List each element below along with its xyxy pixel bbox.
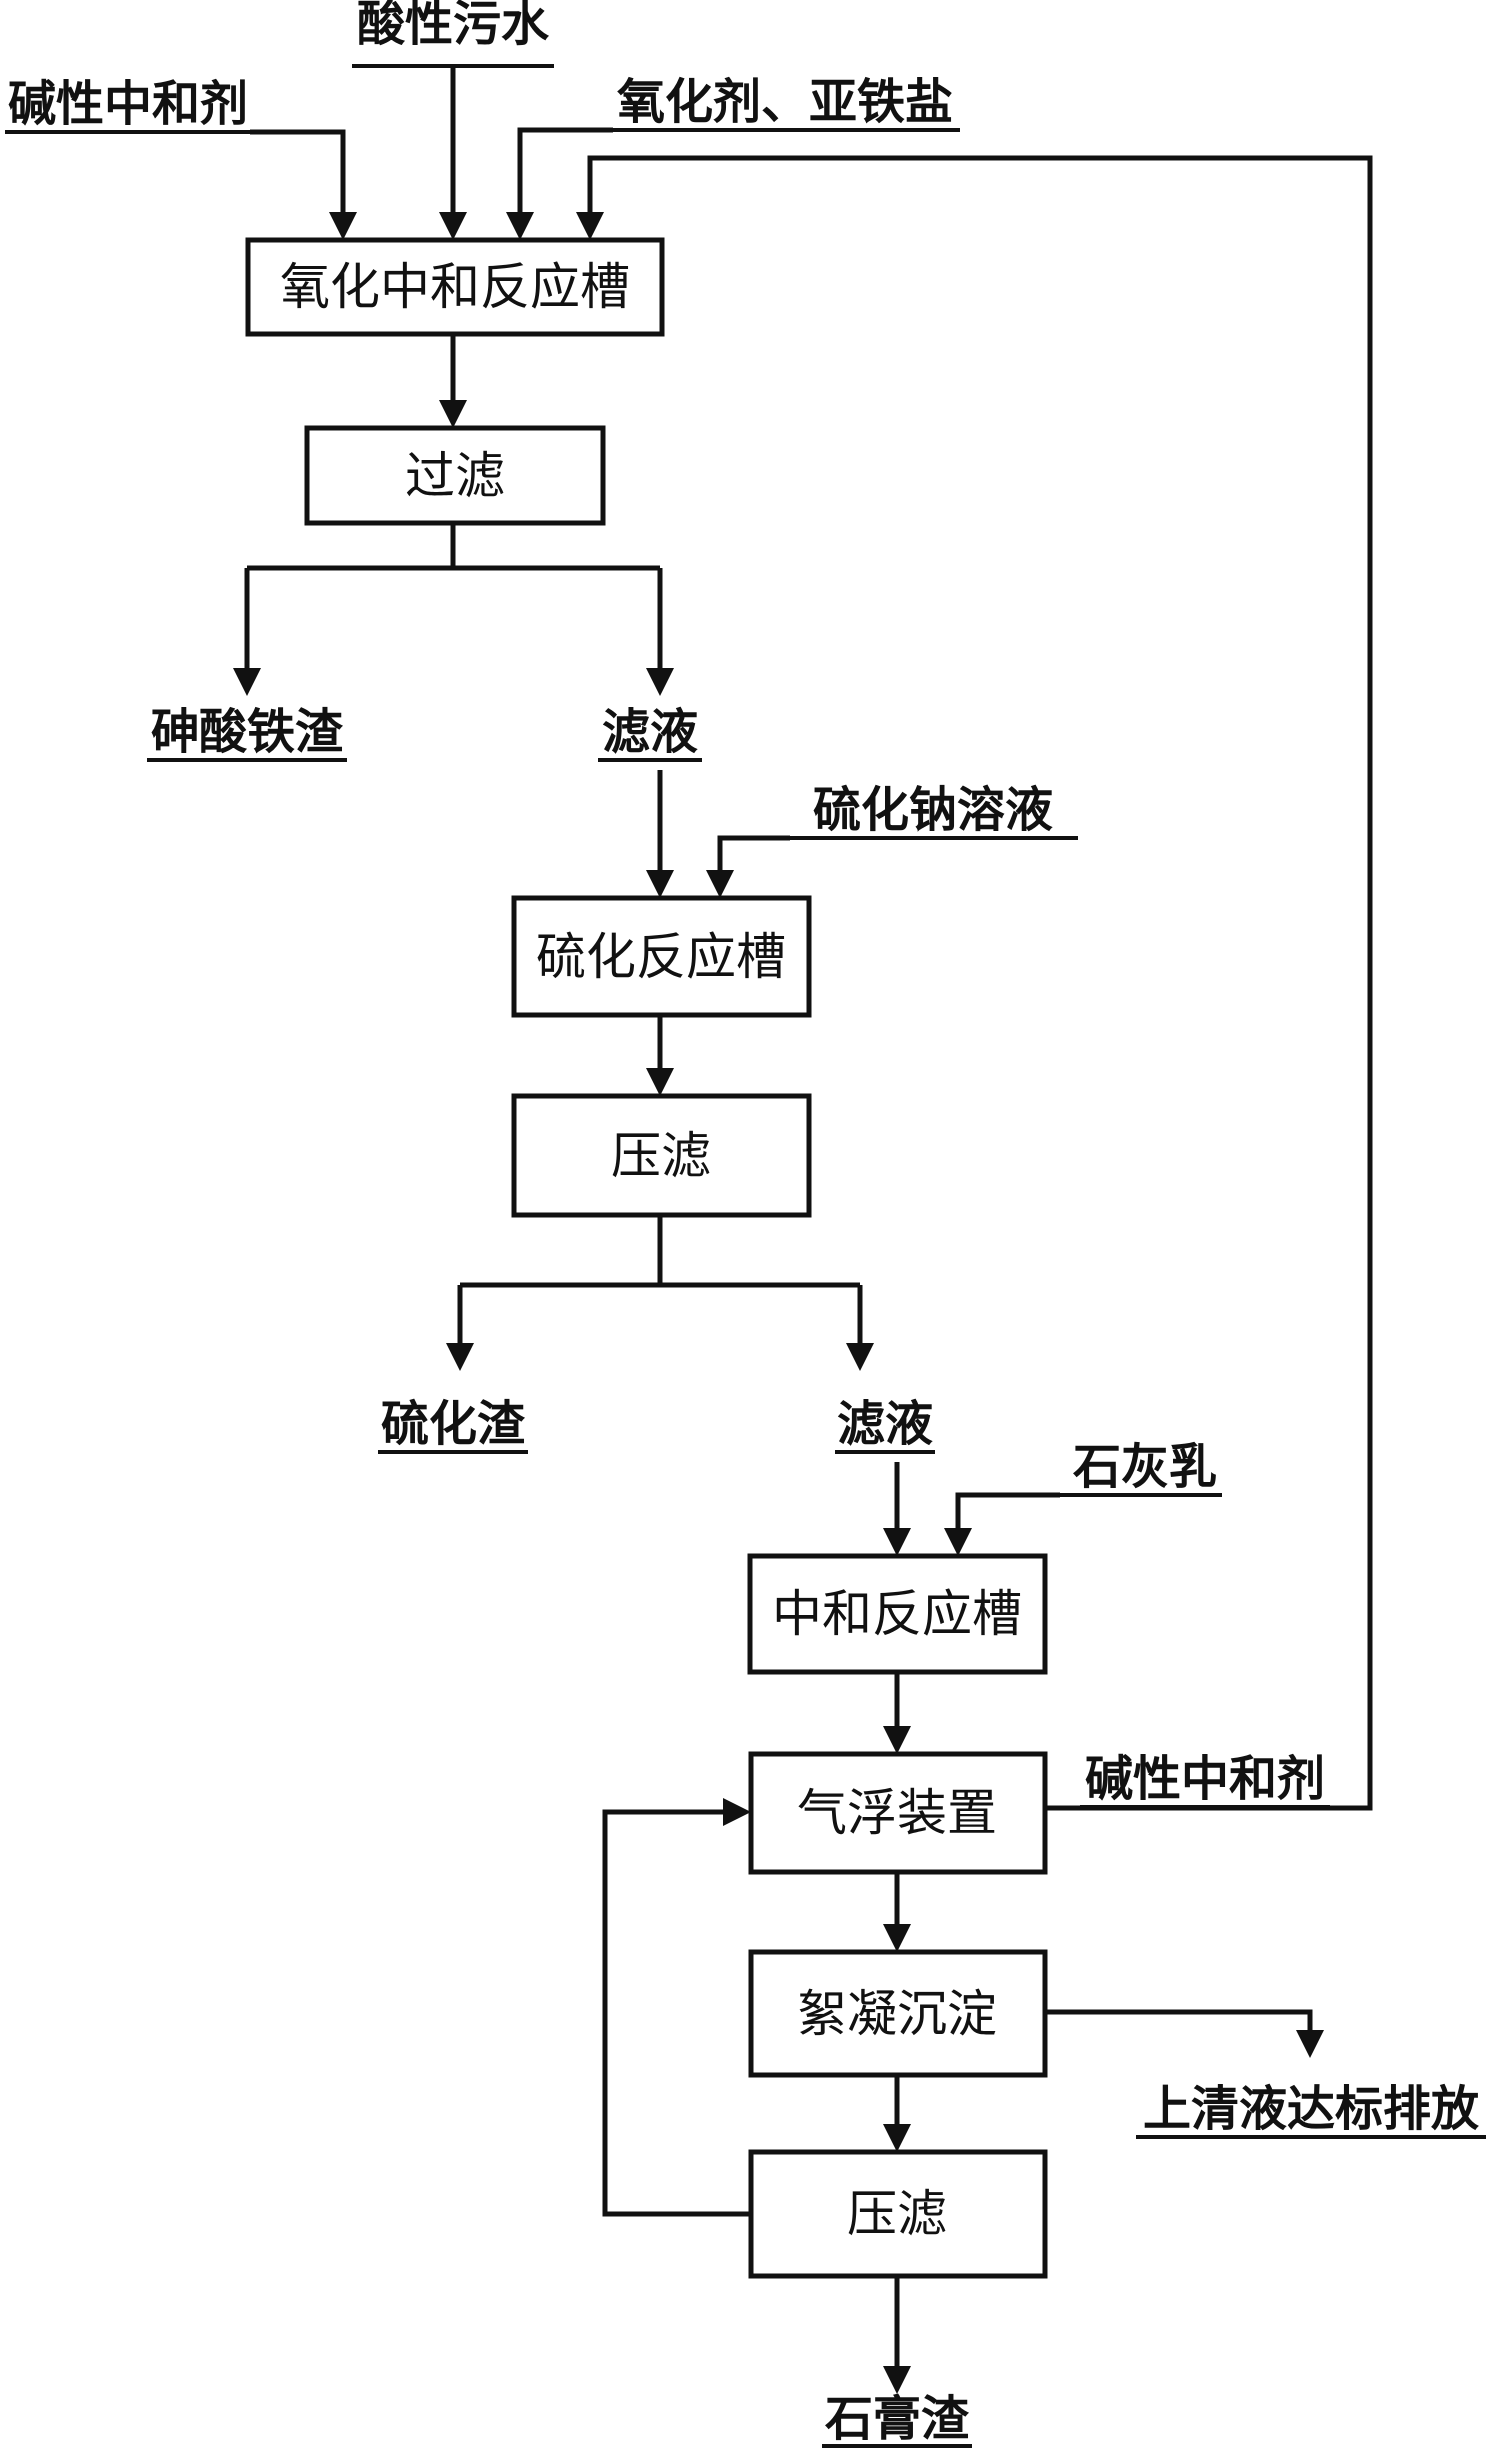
edge-alkali-to-oxidation <box>250 129 346 214</box>
arrowhead <box>883 1726 911 1754</box>
press-filter-1-box <box>511 1093 812 1218</box>
discharge-label: 上清液达标排放 <box>1143 2081 1479 2137</box>
arrowhead <box>883 1924 911 1952</box>
oxidation-tank-label: 氧化中和反应槽 <box>280 258 630 316</box>
edge-press1-split <box>457 1215 863 1345</box>
oxidant-ferrous-label: 氧化剂、亚铁盐 <box>617 74 953 130</box>
filter-box <box>304 425 606 526</box>
lime-milk-label: 石灰乳 <box>1073 1439 1217 1495</box>
arrowhead <box>439 400 467 428</box>
neutral-tank-label: 中和反应槽 <box>772 1585 1022 1643</box>
filtrate-2-label: 滤液 <box>837 1396 933 1452</box>
arrowhead <box>883 1528 911 1556</box>
arrowhead <box>646 668 674 696</box>
press-filter-2-box <box>748 2149 1048 2279</box>
neutral-tank-box <box>747 1553 1048 1675</box>
edge-na2s-to-sulfide <box>717 835 790 872</box>
gypsum-slag-label: 石膏渣 <box>825 2391 970 2447</box>
sulfide-slag-label: 硫化渣 <box>381 1396 526 1452</box>
acid-wastewater-label: 酸性污水 <box>357 0 550 52</box>
edge-lime-to-neutral <box>955 1492 1060 1530</box>
edge-press2-feedback <box>602 1809 750 2217</box>
arrowhead <box>439 212 467 240</box>
arrowhead <box>233 668 261 696</box>
sodium-sulfide-label: 硫化钠溶液 <box>813 782 1053 838</box>
arrowhead <box>1296 2030 1324 2058</box>
flocculation-box <box>748 1949 1048 2078</box>
flotation-label: 气浮装置 <box>797 1784 997 1842</box>
filter-label: 过滤 <box>405 447 505 505</box>
arrowhead <box>646 870 674 898</box>
arrowhead <box>506 212 534 240</box>
edge-floc-to-discharge <box>1045 2009 1313 2032</box>
arrowhead <box>846 1343 874 1371</box>
sulfide-tank-label: 硫化反应槽 <box>536 928 786 986</box>
arrowhead <box>576 212 604 240</box>
io-labels: 酸性污水 碱性中和剂 氧化剂、亚铁盐 砷酸铁渣 滤液 硫化钠溶液 硫化渣 滤液 … <box>5 0 1486 2448</box>
arrowhead <box>944 1528 972 1556</box>
flotation-box <box>748 1751 1048 1875</box>
edge-filter-split <box>244 523 663 670</box>
arrowhead <box>646 1068 674 1096</box>
filtrate-1-label: 滤液 <box>602 704 698 760</box>
arrowhead <box>329 212 357 240</box>
arrowhead <box>723 1798 751 1826</box>
flocculation-label: 絮凝沉淀 <box>797 1985 997 2043</box>
process-boxes: 氧化中和反应槽 过滤 硫化反应槽 压滤 中和反应槽 气浮装置 絮凝沉淀 压滤 <box>245 237 1048 2279</box>
ferric-arsenate-slag-label: 砷酸铁渣 <box>151 704 344 760</box>
arrowhead <box>883 2366 911 2394</box>
press-filter-2-label: 压滤 <box>847 2185 947 2243</box>
edge-oxidant-to-oxidation <box>517 127 613 214</box>
alkali-neutralizer-label: 碱性中和剂 <box>8 76 248 132</box>
press-filter-1-label: 压滤 <box>611 1127 711 1185</box>
oxidation-tank-box <box>245 237 665 337</box>
recycle-alkali-label: 碱性中和剂 <box>1085 1751 1325 1807</box>
arrowhead <box>883 2124 911 2152</box>
sulfide-tank-box <box>511 895 812 1018</box>
arrowhead <box>446 1343 474 1371</box>
arrowhead <box>706 870 734 898</box>
